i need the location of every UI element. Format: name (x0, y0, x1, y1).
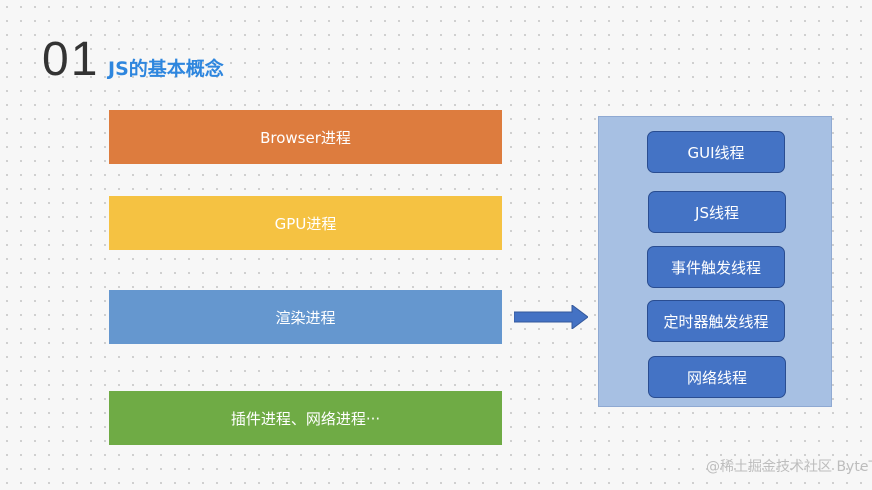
section-number: 01 (42, 33, 100, 86)
process-label: Browser进程 (260, 128, 351, 147)
thread-box-gui: GUI线程 (647, 131, 785, 173)
process-box-gpu: GPU进程 (109, 196, 502, 250)
section-title: JS的基本概念 (108, 58, 224, 80)
thread-label: 网络线程 (686, 368, 747, 387)
thread-box-network: 网络线程 (648, 356, 786, 398)
process-label: 渲染进程 (275, 308, 336, 327)
watermark: @稀土掘金技术社区 ByteTech (706, 456, 872, 476)
thread-label: 定时器触发线程 (663, 312, 769, 331)
process-box-renderer: 渲染进程 (109, 290, 502, 344)
thread-label: 事件触发线程 (670, 258, 761, 277)
thread-label: JS线程 (695, 203, 739, 222)
process-box-plugin-network: 插件进程、网络进程··· (109, 391, 502, 445)
thread-label: GUI线程 (687, 143, 745, 162)
thread-box-event-trigger: 事件触发线程 (647, 246, 785, 288)
thread-box-js: JS线程 (648, 191, 786, 233)
process-label: 插件进程、网络进程··· (230, 409, 381, 428)
process-label: GPU进程 (274, 214, 337, 233)
right-arrow-icon (514, 305, 588, 329)
watermark-text: @稀土掘金技术社区 ByteTech (706, 459, 872, 475)
thread-box-timer-trigger: 定时器触发线程 (647, 300, 785, 342)
process-box-browser: Browser进程 (109, 110, 502, 164)
